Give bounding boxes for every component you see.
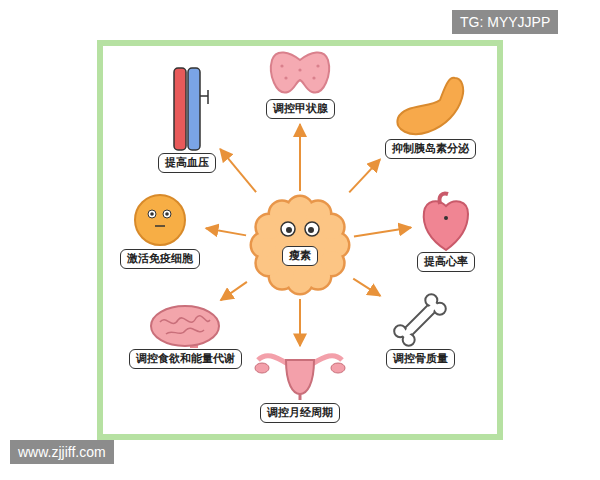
effect-node: 提高心率 <box>416 194 476 272</box>
blood-vessel-icon <box>174 68 208 150</box>
icon-space <box>390 295 450 347</box>
heart-icon <box>424 193 468 250</box>
arrow-connector <box>299 299 301 346</box>
effect-node: 调控骨质量 <box>385 295 456 369</box>
icon-space <box>165 67 209 151</box>
icon-space <box>149 303 221 347</box>
icon-space <box>421 194 471 250</box>
watermark: www.zjjiff.com <box>10 440 114 464</box>
effect-label: 调控月经周期 <box>260 403 340 423</box>
effect-label: 提高血压 <box>158 153 216 173</box>
effect-label: 抑制胰岛素分泌 <box>385 139 476 159</box>
effect-node: 提高血压 <box>157 67 217 173</box>
effect-label: 调控甲状腺 <box>266 99 335 119</box>
leptin-blob <box>252 197 348 293</box>
effect-label: 激活免疫细胞 <box>120 249 200 269</box>
effect-node: 抑制胰岛素分泌 <box>384 75 477 159</box>
effect-label: 提高心率 <box>417 252 475 272</box>
thyroid-icon <box>271 52 329 92</box>
watermark: TG: MYYJJPP <box>452 10 558 34</box>
arrow-connector <box>206 228 246 235</box>
effect-label: 瘦素 <box>282 246 318 266</box>
uterus-icon <box>255 356 345 400</box>
arrow-connector <box>349 159 380 192</box>
icon-space <box>255 351 345 401</box>
effect-node: 调控月经周期 <box>255 351 345 423</box>
arrow-connector <box>220 149 256 192</box>
icon-space <box>394 75 466 137</box>
effect-label: 调控骨质量 <box>386 349 455 369</box>
hub-node: 瘦素 <box>251 196 349 294</box>
effect-node: 调控食欲和能量代谢 <box>128 303 243 369</box>
bone-icon <box>392 292 449 349</box>
icon-space <box>133 193 187 247</box>
icon-space <box>271 47 329 97</box>
effect-node: 激活免疫细胞 <box>119 193 201 269</box>
immune-cell-icon <box>135 195 185 245</box>
arrow-connector <box>354 228 411 237</box>
effect-label: 调控食欲和能量代谢 <box>129 349 242 369</box>
brain-icon <box>151 306 219 348</box>
arrow-connector <box>221 282 247 300</box>
arrow-connector <box>299 124 301 191</box>
frame <box>100 43 500 437</box>
effect-node: 调控甲状腺 <box>265 47 336 119</box>
pancreas-icon <box>397 78 463 134</box>
arrow-connector <box>353 279 380 296</box>
